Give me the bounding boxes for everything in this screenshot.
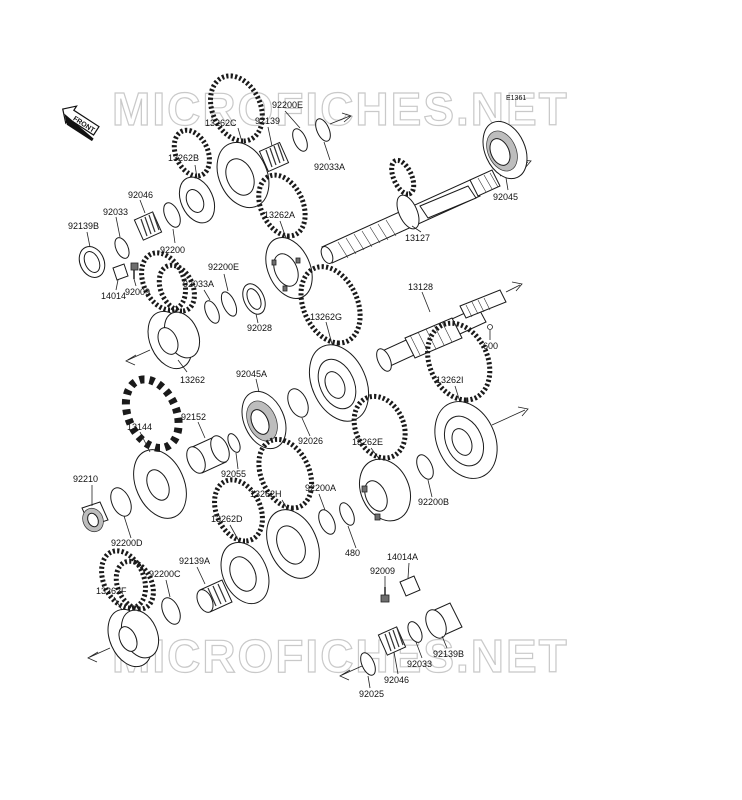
washer-92200d: [110, 487, 132, 517]
plate-14014: [112, 263, 129, 281]
circlip-92025: [360, 652, 376, 676]
label-13262f: 13262F: [96, 586, 127, 596]
label-92200e-mid: 92200E: [208, 262, 239, 272]
washer-92200a: [318, 509, 336, 535]
label-13262: 13262: [180, 375, 205, 385]
label-92200b: 92200B: [418, 497, 449, 507]
label-13128: 13128: [408, 282, 433, 292]
circlip-92033a-mid: [204, 300, 220, 324]
circlip-92033-top: [114, 237, 130, 259]
label-13262d: 13262D: [211, 514, 243, 524]
label-92210: 92210: [73, 474, 98, 484]
watermark-bottom: MICROFICHES.NET: [112, 630, 569, 682]
gear-13262c: [208, 73, 270, 209]
label-600: 600: [483, 341, 498, 351]
label-92046-top: 92046: [128, 190, 153, 200]
gear-13262h: [256, 436, 320, 579]
needle-bearing-92139-top: [258, 141, 290, 173]
label-13262e: 13262E: [352, 437, 383, 447]
nut-92210: [81, 501, 109, 533]
sprocket-13144: [121, 375, 187, 519]
circlip-480: [339, 502, 355, 526]
front-arrow-icon: FRONT: [62, 105, 100, 142]
label-92045: 92045: [493, 192, 518, 202]
label-92009-bottom: 92009: [370, 566, 395, 576]
label-13262h: 13262H: [250, 489, 282, 499]
needle-bearing-92139a: [196, 579, 233, 613]
bearing-92045a: [241, 390, 287, 450]
washer-92200: [163, 202, 181, 228]
label-14014: 14014: [101, 291, 126, 301]
gear-13262a: [256, 172, 313, 299]
diagram-code: E1361: [506, 95, 526, 102]
label-13262b: 13262B: [168, 153, 199, 163]
label-92033a-top: 92033A: [314, 162, 345, 172]
label-92026: 92026: [298, 436, 323, 446]
label-92046-bottom: 92046: [384, 675, 409, 685]
washer-92200c: [161, 597, 181, 625]
label-92139-top: 92139: [255, 116, 280, 126]
label-92025: 92025: [359, 689, 384, 699]
washer-92200b: [416, 454, 434, 480]
shaft-13127: [320, 157, 501, 264]
label-92200e-top: 92200E: [272, 100, 303, 110]
label-13262i: 13262I: [436, 375, 464, 385]
label-92139a: 92139A: [179, 556, 210, 566]
label-13262g: 13262G: [310, 312, 342, 322]
label-92200c: 92200C: [149, 569, 181, 579]
gear-13262e: [351, 393, 411, 522]
needle-bearing-92046-top: [133, 211, 163, 241]
circlip-92033-bottom: [407, 621, 423, 643]
label-92033a-mid: 92033A: [183, 279, 214, 289]
label-92033-bottom: 92033: [407, 659, 432, 669]
gear-13262f: [99, 548, 160, 668]
label-92028: 92028: [247, 323, 272, 333]
oring-92055: [227, 433, 241, 453]
label-480: 480: [345, 548, 360, 558]
shaft-13128: [376, 289, 507, 372]
leader-lines: [86, 110, 509, 689]
label-92055: 92055: [221, 469, 246, 479]
circlip-92033a-top: [315, 118, 331, 142]
bolt-92009-bottom: [380, 587, 390, 603]
label-92033-top: 92033: [103, 207, 128, 217]
bolt-92009-top: [130, 262, 139, 279]
label-14014a: 14014A: [387, 552, 418, 562]
gear-13262d: [212, 477, 270, 605]
bearing-92045: [482, 120, 528, 180]
label-92139b-top: 92139B: [68, 221, 99, 231]
label-92200a: 92200A: [305, 483, 336, 493]
pin-600: [487, 324, 493, 330]
label-92200d: 92200D: [111, 538, 143, 548]
label-92009-top: 92009: [125, 287, 150, 297]
label-13262c: 13262C: [205, 118, 237, 128]
bushing-92028: [242, 283, 266, 315]
bushing-92139b-top: [78, 246, 106, 278]
collar-92152: [186, 435, 230, 474]
plate-14014a: [399, 575, 421, 597]
label-92200: 92200: [160, 245, 185, 255]
washer-92200e-mid: [220, 291, 238, 317]
washer-92026: [287, 388, 309, 418]
label-92152: 92152: [181, 412, 206, 422]
gear-13262i: [425, 320, 498, 479]
label-13127: 13127: [405, 233, 430, 243]
label-13262a: 13262A: [264, 210, 295, 220]
label-92139b-bottom: 92139B: [433, 649, 464, 659]
gear-13262g: [298, 264, 370, 422]
label-92045a: 92045A: [236, 369, 267, 379]
gear-13262: [139, 250, 201, 370]
needle-bearing-92046-bottom: [377, 626, 407, 656]
label-13144: 13144: [127, 422, 152, 432]
part-labels: 92200E 13262C 92139 92033A 92045 13262B …: [68, 100, 518, 699]
gear-13262b: [171, 127, 216, 224]
washer-92200e-top: [292, 128, 308, 152]
bushing-92139b-bottom: [425, 602, 463, 639]
